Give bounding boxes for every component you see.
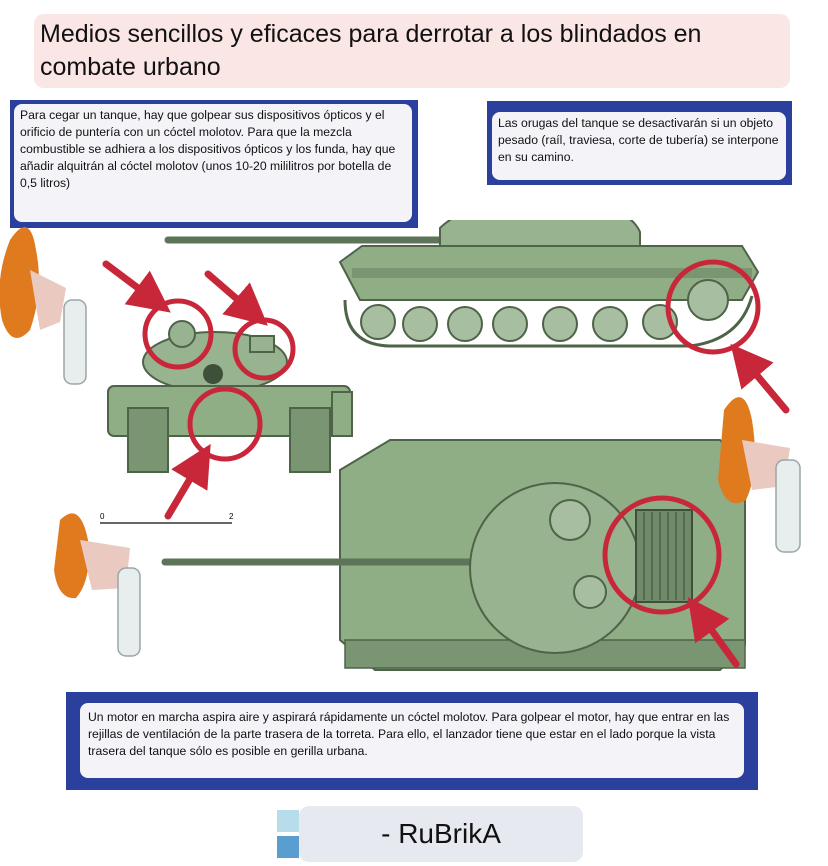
tank-illustration: 0 2	[0, 220, 801, 671]
page-title: Medios sencillos y eficaces para derrota…	[34, 14, 790, 88]
note-tracks: Las orugas del tanque se desactivarán si…	[492, 112, 786, 180]
molotov-bottle-icon	[54, 513, 141, 657]
molotov-bottle-icon	[0, 227, 87, 385]
arrow-track	[730, 343, 790, 414]
footer-brand: - RuBrikA	[299, 806, 583, 862]
scale-start-label: 0	[100, 512, 105, 521]
tank-top-view	[161, 439, 746, 671]
arrow-front-visor	[164, 443, 211, 520]
arrow-optics	[102, 260, 171, 313]
target-circle-engine-grille	[602, 495, 722, 615]
note-optics: Para cegar un tanque, hay que golpear su…	[14, 104, 412, 222]
molotov-bottle-icon	[718, 397, 801, 553]
tank-side-view	[164, 220, 760, 348]
scale-end-label: 2	[229, 512, 234, 521]
brand-logo-icon	[277, 810, 299, 858]
tank-front-view	[107, 320, 353, 473]
target-circle-optics	[142, 298, 214, 370]
target-circle-track	[665, 259, 761, 355]
arrow-engine-grille	[687, 596, 740, 668]
target-arrows	[102, 260, 790, 668]
target-circle-front-visor	[187, 386, 263, 462]
note-engine: Un motor en marcha aspira aire y aspirar…	[80, 703, 744, 778]
arrow-sight	[204, 270, 268, 326]
